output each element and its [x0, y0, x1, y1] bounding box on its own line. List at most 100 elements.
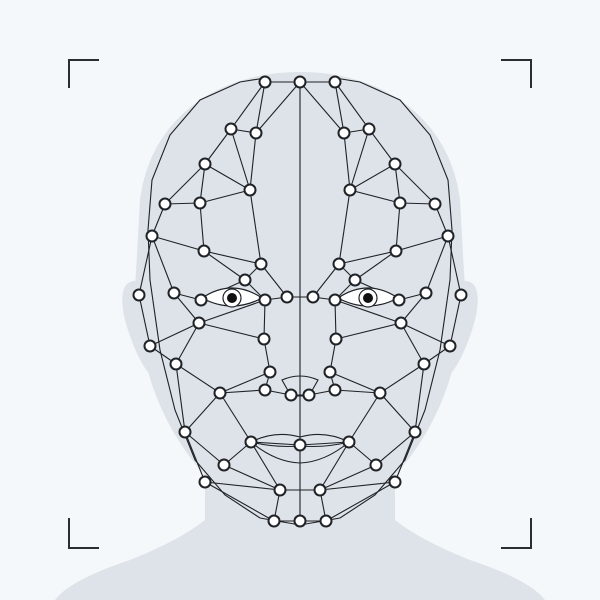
mesh-edge	[263, 299, 266, 340]
landmark-point	[178, 425, 192, 439]
landmark-point	[238, 273, 252, 287]
mesh-edge	[329, 371, 381, 394]
mesh-edge	[255, 81, 301, 134]
landmark-point	[393, 196, 407, 210]
mesh-edge	[260, 263, 288, 298]
mesh-edge	[334, 299, 402, 324]
mesh-edge	[151, 235, 205, 252]
scan-frame	[68, 59, 532, 549]
mesh-edge	[400, 322, 425, 365]
mesh-edge	[249, 132, 257, 191]
mesh-edge	[368, 128, 396, 165]
landmark-point	[257, 332, 271, 346]
neck-shoulders	[55, 480, 545, 600]
mesh-edge	[400, 292, 427, 324]
landmark-point	[192, 316, 206, 330]
landmark-point	[197, 244, 211, 258]
mesh-edge	[203, 250, 262, 265]
mesh-edge	[348, 392, 381, 443]
landmark-point	[244, 435, 258, 449]
landmark-point	[394, 316, 408, 330]
mesh-edge	[379, 392, 416, 433]
landmark-point	[169, 357, 183, 371]
landmark-point	[267, 514, 281, 528]
eyes	[200, 287, 400, 308]
mesh-edge	[334, 299, 337, 340]
mesh-edge	[379, 363, 425, 394]
landmark-point	[328, 75, 342, 89]
landmark-point	[388, 475, 402, 489]
mesh-edge	[173, 292, 200, 324]
landmark-point	[280, 290, 294, 304]
landmark-point	[428, 197, 442, 211]
landmark-point	[258, 383, 272, 397]
landmark-point	[362, 122, 376, 136]
mesh-edge	[204, 481, 275, 522]
mesh-edge	[204, 481, 281, 491]
landmark-point	[198, 475, 212, 489]
mesh-edge	[230, 128, 251, 191]
landmark-point	[167, 286, 181, 300]
landmark-point	[342, 435, 356, 449]
mesh-edge	[184, 431, 225, 466]
mesh-edge	[175, 363, 186, 433]
mesh-edge	[223, 464, 281, 491]
mesh-edge	[198, 322, 265, 340]
mesh-edge	[395, 202, 401, 252]
left-eye-pupil	[227, 293, 237, 303]
landmark-point	[337, 126, 351, 140]
mesh-edge	[299, 441, 350, 446]
mesh-edge	[199, 189, 251, 204]
landmark-point	[408, 425, 422, 439]
landmark-point	[249, 126, 263, 140]
landmark-point	[328, 383, 342, 397]
mesh-edge	[425, 235, 449, 294]
landmark-point	[369, 458, 383, 472]
landmark-point	[284, 388, 298, 402]
mesh-edge	[249, 189, 262, 265]
mesh-edge	[149, 322, 200, 347]
landmark-point	[143, 339, 157, 353]
landmark-point	[258, 293, 272, 307]
mesh-edge	[230, 81, 266, 130]
landmark-point	[454, 288, 468, 302]
landmark-point	[254, 257, 268, 271]
mesh-edge	[338, 189, 351, 265]
landmark-point	[198, 157, 212, 171]
landmark-point	[224, 122, 238, 136]
right-eye-pupil	[363, 293, 373, 303]
mesh-edge	[319, 481, 396, 491]
landmark-point	[419, 286, 433, 300]
mesh-edge	[203, 250, 246, 281]
mesh-edge	[334, 389, 381, 394]
mesh-edge	[175, 363, 221, 394]
mesh-edge	[184, 431, 206, 483]
mesh-edge	[349, 163, 396, 191]
mesh-edge	[138, 294, 151, 347]
landmark-point	[319, 514, 333, 528]
landmark-point	[332, 257, 346, 271]
mesh-edge	[255, 81, 266, 134]
landmark-point	[158, 197, 172, 211]
landmark-point	[417, 357, 431, 371]
frame-corner-top-left	[68, 59, 99, 88]
mesh-edge	[204, 163, 251, 191]
mesh-edge	[395, 235, 449, 252]
mesh-edge	[325, 481, 396, 522]
landmark-point	[293, 438, 307, 452]
mesh-edge	[334, 81, 345, 134]
landmark-point	[273, 483, 287, 497]
mesh-edge	[250, 441, 301, 446]
mesh-edge	[219, 392, 252, 443]
landmark-point	[323, 365, 337, 379]
landmark-point	[348, 273, 362, 287]
mesh-edge	[343, 132, 351, 191]
landmark-point	[389, 244, 403, 258]
landmark-point	[441, 229, 455, 243]
mesh-edge	[164, 163, 206, 205]
landmark-point	[132, 288, 146, 302]
mesh-edge	[199, 202, 205, 252]
mesh-edge	[151, 235, 175, 294]
mesh-edge	[250, 441, 281, 491]
